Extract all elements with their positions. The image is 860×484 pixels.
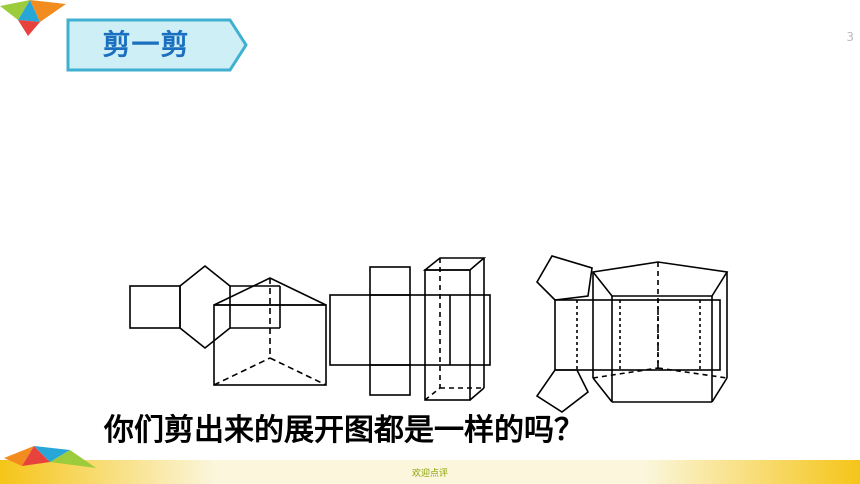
section-title: 剪一剪 xyxy=(102,28,190,61)
question-text: 你们剪出来的展开图都是一样的吗？ xyxy=(104,413,584,448)
corner-page-mark: 3 xyxy=(846,30,854,44)
pentagonal-prism-figure xyxy=(591,261,729,403)
bottom-decorative-bar xyxy=(0,460,860,484)
decorative-origami-logo-bottom-icon xyxy=(4,446,96,468)
section-title-tag: 剪一剪 xyxy=(66,18,248,72)
decorative-origami-logo-icon xyxy=(0,0,66,36)
footer-text: 欢迎点评 xyxy=(411,469,448,479)
triangular-prism-figure xyxy=(213,277,327,386)
cuboid-net-figure xyxy=(329,266,491,396)
triangular-prism-net-figure xyxy=(129,264,281,350)
pentagonal-prism-net-figure xyxy=(535,255,721,413)
tall-cuboid-figure xyxy=(422,257,487,401)
